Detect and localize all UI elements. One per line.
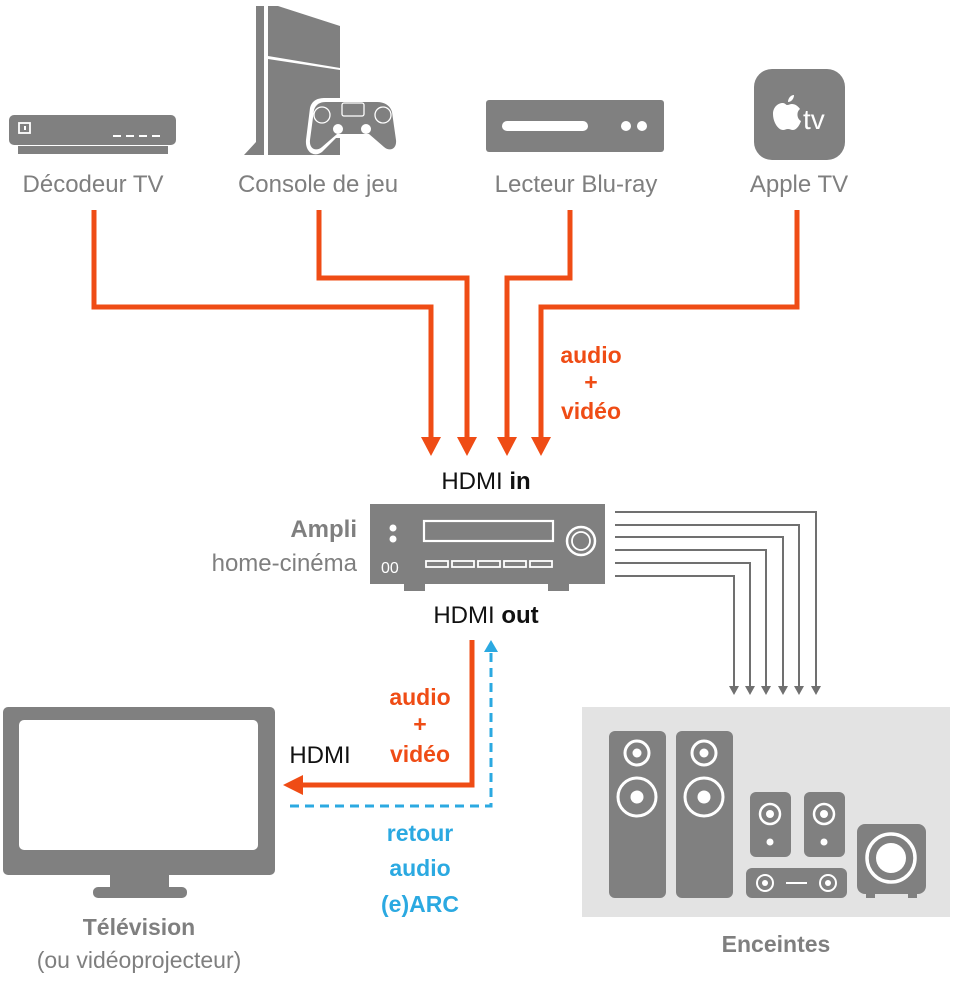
input-signal-label-line1: audio (560, 342, 621, 368)
return-signal-label-line1: retour (387, 820, 454, 846)
game-console-icon (244, 6, 401, 155)
output-signal-label-line2: + (413, 711, 426, 737)
source-label-console: Console de jeu (238, 171, 398, 198)
television-icon (3, 707, 275, 898)
arrowhead-tv (283, 775, 303, 795)
hdmi-out-label: HDMI out (433, 602, 538, 629)
return-signal-label-line3: (e)ARC (381, 891, 459, 917)
amplifier-icon: 00 (370, 504, 605, 591)
speakers-label: Enceintes (722, 931, 831, 957)
amp-to-tv-line (300, 640, 475, 788)
arrowhead-arc (484, 640, 498, 652)
bluray-player-icon (486, 100, 664, 152)
apple-tv-badge-text: tv (803, 104, 825, 135)
appletv-to-amp-line (538, 210, 800, 440)
arc-return-line (290, 652, 493, 808)
hdmi-cable-label: HDMI (289, 742, 350, 769)
hdmi-in-label: HDMI in (441, 468, 530, 495)
television-subtitle: (ou vidéoprojecteur) (37, 947, 242, 973)
apple-tv-icon: tv (754, 69, 845, 160)
input-signal-label-line2: + (584, 369, 597, 395)
console-to-amp-line (316, 210, 470, 440)
amplifier-title: Ampli (290, 516, 357, 543)
arrowhead-appletv (531, 437, 551, 456)
decoder-to-amp-line (91, 210, 434, 440)
arrowhead-bluray (497, 437, 517, 456)
set-top-box-icon (9, 115, 176, 154)
amplifier-subtitle: home-cinéma (212, 550, 358, 577)
bluray-to-amp-line (504, 210, 573, 440)
input-signal-label-line3: vidéo (561, 398, 621, 424)
arrowhead-decoder (421, 437, 441, 456)
amplifier-display-code: 00 (381, 560, 399, 577)
output-signal-label-line3: vidéo (390, 741, 450, 767)
television-title: Télévision (83, 914, 195, 940)
speakers-icon (582, 707, 950, 917)
return-signal-label-line2: audio (389, 855, 450, 881)
input-signal-lines (91, 210, 800, 456)
output-signal-label-line1: audio (389, 684, 450, 710)
source-label-bluray: Lecteur Blu-ray (495, 171, 658, 198)
speaker-wires (615, 511, 821, 695)
source-label-decoder: Décodeur TV (23, 171, 164, 198)
arrowhead-console (457, 437, 477, 456)
source-label-appletv: Apple TV (750, 171, 848, 198)
